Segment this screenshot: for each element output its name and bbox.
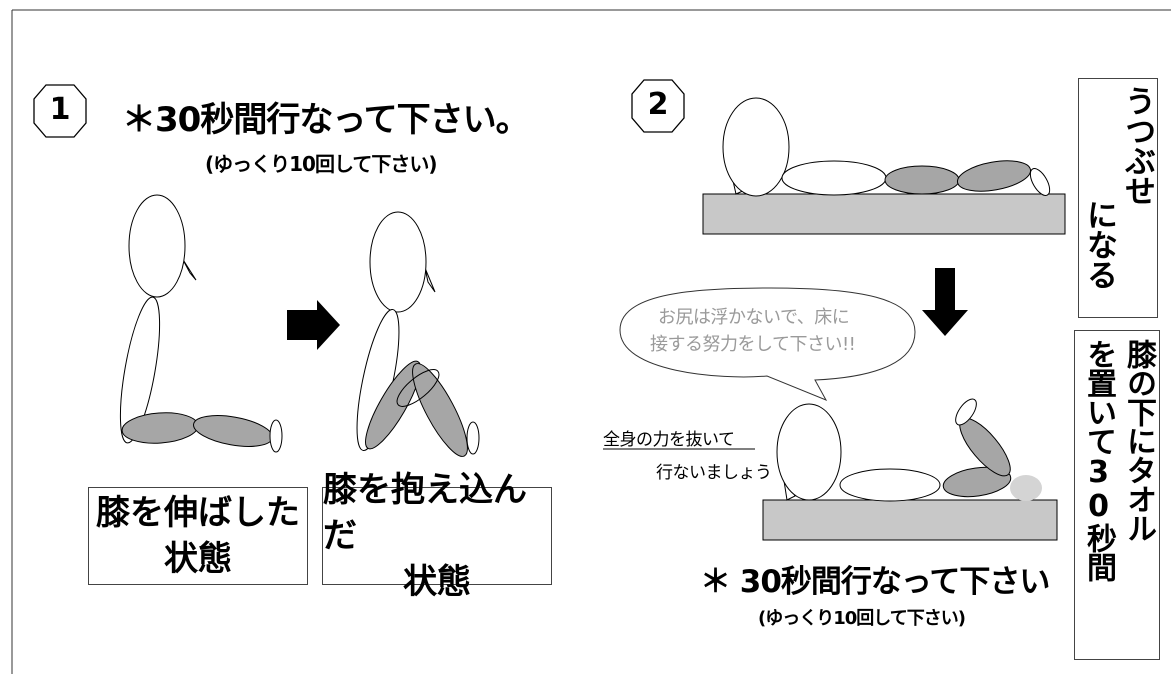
speech-bubble-line1: お尻は浮かないで、床に	[658, 307, 850, 328]
label-legs-extended: 膝を伸ばした 状態	[88, 487, 308, 585]
towel-figure-head	[776, 403, 842, 501]
label-knees-hugged-line1: 膝を抱え込んだ	[323, 470, 527, 556]
label-prone-col1: うつぶせ	[1119, 85, 1155, 205]
relax-note-line2: 行ないましょう	[656, 463, 772, 483]
label-prone-box: うつぶせ になる	[1078, 78, 1158, 318]
arrow-right	[287, 300, 340, 350]
label-towel-box: 膝の下にタオル を置いて30秒間	[1074, 330, 1160, 660]
figure2-shin	[412, 363, 468, 457]
step1-subtitle: (ゆっくり10回して下さい)	[205, 152, 438, 176]
prone-foot	[1029, 168, 1051, 196]
prone-torso	[781, 160, 887, 196]
label-prone-col2: になる	[1081, 199, 1117, 289]
prone-shin	[956, 160, 1032, 192]
step2-subtitle: (ゆっくり10回して下さい)	[758, 608, 966, 629]
prone-head	[722, 97, 790, 197]
prone-thigh	[884, 165, 960, 195]
speech-bubble-line2: 接する努力をして下さい!!	[650, 334, 856, 355]
figure1-torso	[119, 296, 161, 444]
label-legs-extended-line2: 状態	[164, 539, 232, 579]
towel-figure-thigh	[942, 466, 1012, 498]
step2-title: ＊ 30秒間行なって下さい	[700, 564, 1050, 600]
figure2-foot	[466, 421, 480, 455]
step1-title: ＊30秒間行なって下さい。	[122, 100, 530, 140]
step1-number: 1	[49, 92, 71, 127]
figure1-head	[128, 194, 186, 298]
towel-figure-foot	[955, 398, 977, 426]
speech-bubble-shape	[619, 287, 916, 401]
figure-prone	[702, 97, 1066, 235]
step2-number-badge	[631, 79, 685, 133]
arrow-down	[922, 268, 968, 336]
towel-figure-torso	[839, 468, 941, 502]
towel	[1010, 475, 1042, 501]
step1-number-badge	[33, 84, 87, 138]
label-towel-col2: を置いて30秒間	[1081, 339, 1116, 581]
mat-bottom	[762, 499, 1058, 541]
label-knees-hugged: 膝を抱え込んだ 状態	[322, 470, 552, 602]
figure2-thigh	[365, 360, 421, 450]
step2-number: 2	[647, 87, 669, 122]
figure2-arm	[396, 369, 440, 407]
figure-legs-extended	[119, 194, 283, 453]
figure1-shin	[193, 415, 273, 447]
figure-prone-towel	[762, 398, 1058, 541]
figure-knees-hugged	[356, 211, 480, 457]
figure1-foot	[269, 419, 283, 453]
label-knees-hugged-line2: 状態	[403, 562, 471, 602]
relax-note-line1: 全身の力を抜いて	[603, 430, 735, 450]
mat-top	[702, 193, 1066, 235]
figure1-nose	[181, 257, 197, 281]
figure2-nose	[424, 267, 436, 293]
label-towel-col1: 膝の下にタオル	[1121, 339, 1156, 542]
label-legs-extended-line1: 膝を伸ばした	[96, 493, 300, 533]
figure2-head	[369, 211, 427, 313]
